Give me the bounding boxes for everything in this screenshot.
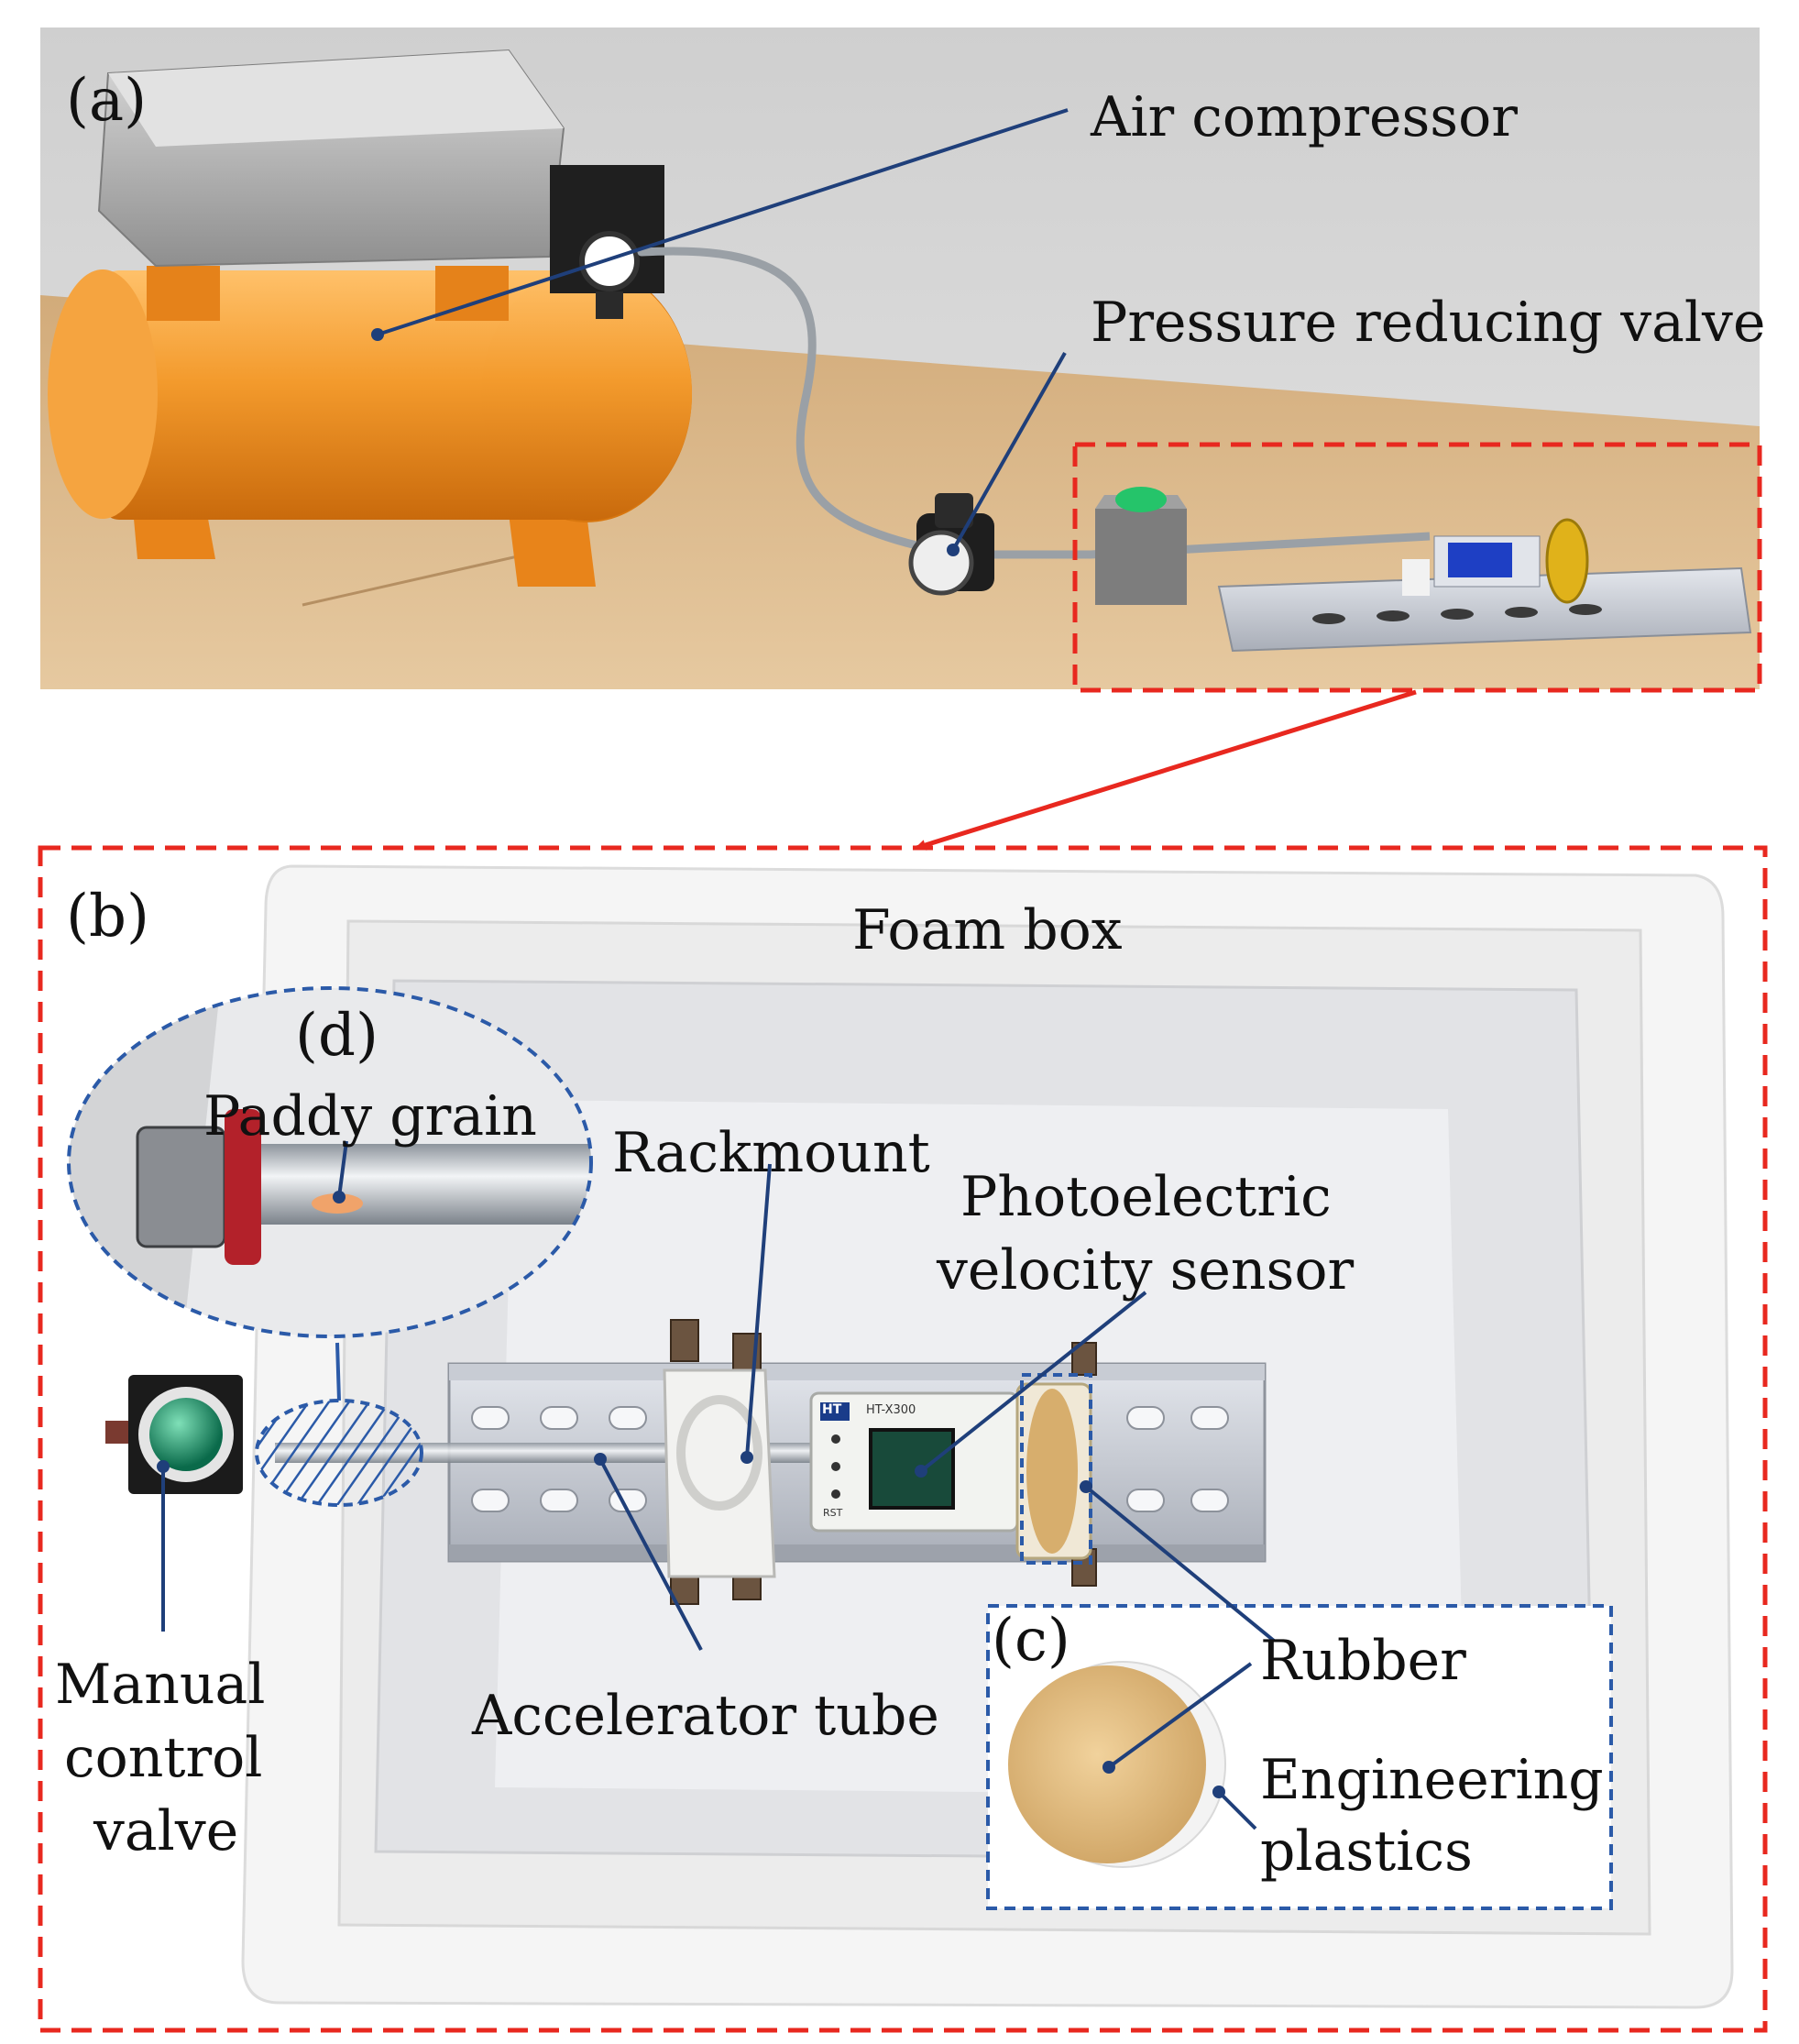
panel-a-scene <box>40 27 1760 689</box>
label-photoelectric-line2: velocity sensor <box>937 1238 1355 1302</box>
compressor-gauge <box>579 231 640 291</box>
panel-label-b: (b) <box>66 883 149 951</box>
label-rubber: Rubber <box>1260 1629 1466 1693</box>
panel-label-d: (d) <box>295 1002 378 1070</box>
panel-b-frame <box>38 845 1768 2033</box>
label-foam-box: Foam box <box>852 898 1123 962</box>
label-pressure-reducing-valve: Pressure reducing valve <box>1091 291 1766 355</box>
inset-c <box>986 1604 1613 1910</box>
target-blue-dashed-box <box>1020 1373 1092 1565</box>
velocity-sensor-logo <box>820 1402 850 1421</box>
label-paddy-grain: Paddy grain <box>203 1084 537 1148</box>
panel-label-a: (a) <box>66 67 148 135</box>
panel-b-scene <box>67 864 1734 2009</box>
rig-rail-slots <box>1312 604 1602 624</box>
compressor-outlet <box>596 291 623 319</box>
compressor-tank <box>101 270 587 520</box>
label-rackmount: Rackmount <box>612 1121 930 1185</box>
pressure-valve-knob <box>935 493 973 528</box>
label-photoelectric-line1: Photoelectric <box>960 1165 1332 1229</box>
rig-rubber-target <box>1545 518 1589 604</box>
inset-d-paddy-grain <box>312 1193 363 1214</box>
label-manual-line1: Manual <box>55 1653 266 1717</box>
pressure-valve-gauge <box>908 530 974 596</box>
hatched-tube-section <box>255 1399 423 1507</box>
rig-sensor-screen <box>1448 543 1512 577</box>
label-engineering-line1: Engineering <box>1260 1748 1604 1812</box>
label-manual-line2: control <box>64 1726 263 1790</box>
label-manual-line3: valve <box>93 1799 239 1863</box>
rig-clamp <box>1402 559 1430 596</box>
manual-valve-button <box>149 1398 223 1471</box>
din-rail-lip-bottom <box>449 1544 1265 1561</box>
sensor-brand-text: HT <box>822 1402 842 1417</box>
velocity-sensor-buttons <box>831 1434 840 1499</box>
compressor-foot-left <box>133 509 215 559</box>
zoom-arrow <box>915 689 1417 851</box>
velocity-sensor-screen <box>869 1428 955 1510</box>
panel-label-c: (c) <box>992 1607 1070 1675</box>
leader-lines-b <box>161 1140 1276 1830</box>
leader-dots-a <box>371 328 960 556</box>
compressor-tank-cap <box>481 268 692 521</box>
sensor-button-text: RST <box>823 1507 843 1519</box>
compressor-motor-top <box>108 50 564 147</box>
inset-d <box>67 986 593 1338</box>
label-air-compressor: Air compressor <box>1091 85 1518 149</box>
compressor-foot-right <box>509 513 596 587</box>
leader-dots-b <box>157 1191 1225 1798</box>
compressor-saddle-left <box>147 266 220 321</box>
leader-lines-a <box>377 108 1069 551</box>
rackmount-ring <box>676 1395 762 1511</box>
label-accelerator-tube: Accelerator tube <box>472 1684 939 1748</box>
label-engineering-line2: plastics <box>1260 1819 1473 1884</box>
inset-d-tube <box>220 1144 591 1225</box>
manual-valve-fitting <box>105 1421 128 1444</box>
air-line <box>990 532 1431 559</box>
inset-d-red-collar <box>225 1109 261 1265</box>
target-rubber-disk <box>1026 1389 1078 1554</box>
sensor-model-text: HT-X300 <box>866 1403 916 1417</box>
air-hose <box>637 247 949 555</box>
din-rail-lip-top <box>449 1364 1265 1380</box>
compressor-tank-left-end <box>48 269 158 519</box>
rig-button-box <box>1095 509 1187 605</box>
rig-green-button <box>1115 487 1167 512</box>
hatch-connector <box>335 1342 341 1401</box>
